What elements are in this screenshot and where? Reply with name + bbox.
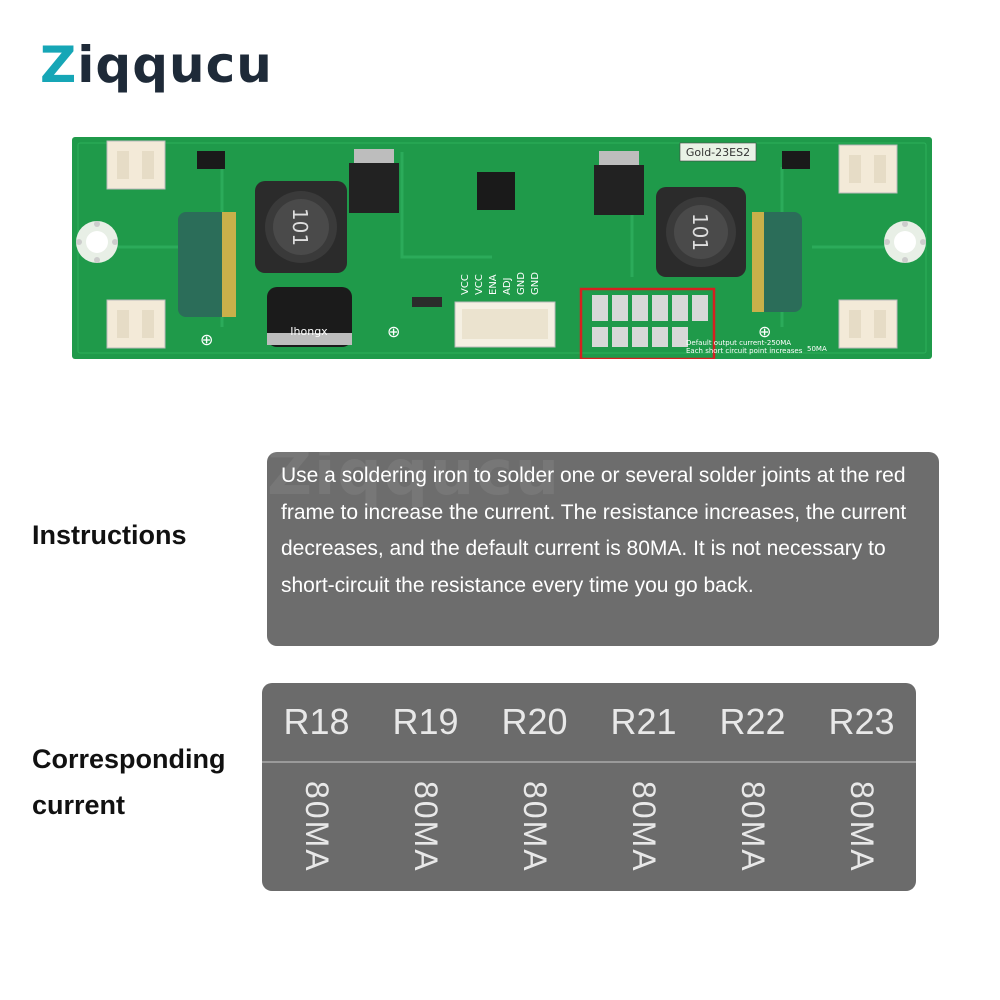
pin-label-6: GND xyxy=(530,272,541,295)
connector-jp4 xyxy=(106,299,166,349)
value-text: 80MA xyxy=(844,781,880,873)
table-header-cell: R18 xyxy=(283,701,350,742)
inductor-left: 101 xyxy=(255,181,347,273)
value-text: 80MA xyxy=(626,781,662,873)
increase-value: 50MA xyxy=(807,345,827,353)
current-table: R18 R19 R20 R21 R22 R23 80MA 80MA 80MA 8… xyxy=(262,683,916,891)
capacitor-ce1: Ihongx xyxy=(267,287,352,347)
model-label-box xyxy=(679,142,757,162)
logo-text: Ziqqucu xyxy=(40,36,273,94)
table-value-cell: 80MA xyxy=(371,763,480,891)
plus-mark-mid: ⊕ xyxy=(387,322,400,341)
instructions-text: Use a soldering iron to solder one or se… xyxy=(281,464,907,597)
pin-label-3: ENA xyxy=(488,274,499,295)
table-value-cell: 80MA xyxy=(480,763,589,891)
instructions-box: Ziqqucu Use a soldering iron to solder o… xyxy=(267,452,939,646)
inductor-marking-right: 101 xyxy=(688,213,712,251)
mosfet-q1 xyxy=(349,149,399,213)
short-note: Each short circuit point increases xyxy=(686,347,803,355)
table-header-row: R18 R19 R20 R21 R22 R23 xyxy=(262,683,916,761)
table-header-cell: R21 xyxy=(610,701,677,742)
value-text: 80MA xyxy=(299,781,335,873)
mosfet-q2 xyxy=(594,151,644,215)
instructions-label: Instructions xyxy=(32,520,187,550)
pin-label-5: GND xyxy=(516,272,527,295)
inductor-marking-left: 101 xyxy=(288,208,312,246)
value-text: 80MA xyxy=(408,781,444,873)
diode-d1 xyxy=(197,151,225,169)
mounting-hole-left xyxy=(76,221,118,263)
connector-jp1 xyxy=(454,301,556,348)
table-value-cell: 80MA xyxy=(698,763,807,891)
instructions-watermark: Ziqqucu xyxy=(267,452,561,509)
pcb-board-image: 101 101 Ihongx VCC VCC ENA ADJ GND GND xyxy=(72,137,932,359)
inductor-right: 101 xyxy=(656,187,746,277)
table-value-cell: 80MA xyxy=(807,763,916,891)
capacitor-brand-text: Ihongx xyxy=(290,325,328,338)
connector-jp xyxy=(106,140,166,190)
logo-first-letter: Z xyxy=(40,36,78,94)
corresponding-current-label: Corresponding current xyxy=(32,744,226,820)
table-divider xyxy=(262,761,916,763)
brand-logo: Ziqqucu xyxy=(40,30,273,100)
logo-rest: iqqucu xyxy=(77,36,273,94)
default-note: Default output current-250MA xyxy=(686,339,791,347)
connector-jp5 xyxy=(838,144,898,194)
table-header-cell: R19 xyxy=(392,701,459,742)
table-header-cell: R23 xyxy=(828,701,895,742)
pin-label-1: VCC xyxy=(460,274,471,295)
resistor-pads xyxy=(592,295,708,347)
red-highlight-frame xyxy=(579,287,716,359)
fuse-f1 xyxy=(412,297,442,307)
table-header-cell: R20 xyxy=(501,701,568,742)
pin-label-2: VCC xyxy=(474,274,485,295)
table-header-cell: R22 xyxy=(719,701,786,742)
connector-jp4-right xyxy=(838,299,898,349)
plus-mark-left: ⊕ xyxy=(200,330,213,349)
diode-d3 xyxy=(782,151,810,169)
board-model: Gold-23ES2 xyxy=(686,146,750,159)
table-value-cell: 80MA xyxy=(589,763,698,891)
table-value-row: 80MA 80MA 80MA 80MA 80MA 80MA xyxy=(262,763,916,891)
ic-u1 xyxy=(477,172,515,210)
value-text: 80MA xyxy=(517,781,553,873)
pin-label-4: ADJ xyxy=(502,278,513,296)
capacitor-left xyxy=(178,212,236,317)
table-value-cell: 80MA xyxy=(262,763,371,891)
capacitor-right xyxy=(752,212,802,312)
mounting-hole-right xyxy=(884,221,926,263)
value-text: 80MA xyxy=(735,781,771,873)
plus-mark-right: ⊕ xyxy=(758,322,771,341)
